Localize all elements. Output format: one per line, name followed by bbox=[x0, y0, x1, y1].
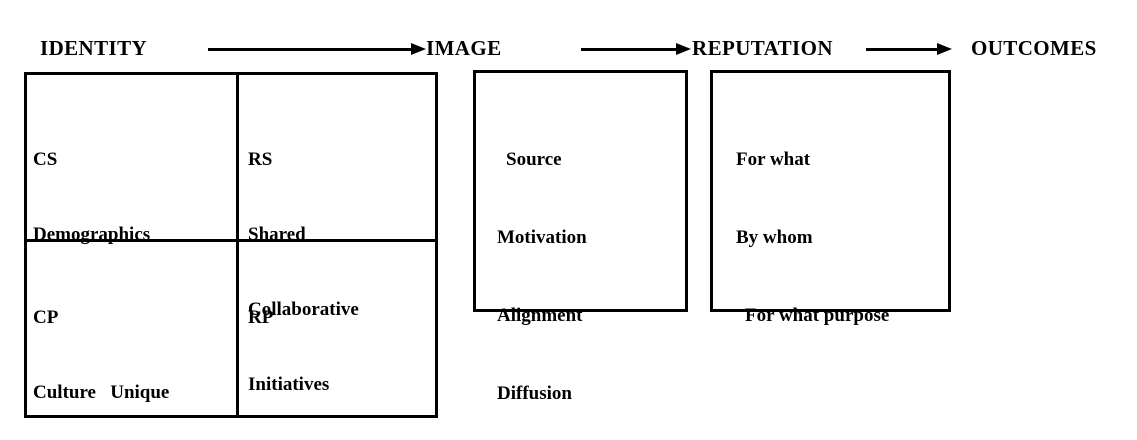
stage-label-outcomes: OUTCOMES bbox=[971, 36, 1097, 60]
arrow-head bbox=[411, 43, 426, 55]
text-line: Initiatives bbox=[248, 374, 330, 395]
identity-quadrant-rp: RP Collaborative Initiatives bbox=[248, 255, 433, 440]
text-line: Culture Unique bbox=[33, 382, 170, 403]
arrow-identity-to-image bbox=[208, 43, 426, 57]
identity-quadrant-cp-lines: CP Culture Unique Values bbox=[33, 255, 233, 440]
identity-box: CS Demographics RS Shared Collaborative … bbox=[24, 72, 438, 418]
text-line: RS bbox=[248, 149, 273, 170]
stage-label-reputation: REPUTATION bbox=[692, 36, 833, 60]
text-line: CP bbox=[33, 307, 59, 328]
reputation-box-lines: For what By whom For what purpose bbox=[736, 95, 889, 381]
text-line-spacer bbox=[248, 380, 433, 405]
text-line: Demographics bbox=[33, 224, 151, 245]
text-line: CS bbox=[33, 149, 58, 170]
text-line: RP bbox=[248, 307, 274, 328]
identity-vertical-divider bbox=[236, 75, 239, 415]
identity-quadrant-rp-lines: RP Collaborative Initiatives bbox=[248, 255, 433, 440]
arrow-shaft bbox=[866, 48, 937, 51]
text-line: Source bbox=[506, 149, 562, 170]
arrow-head bbox=[937, 43, 952, 55]
image-box: Source Motivation Alignment Diffusion Fo… bbox=[473, 70, 688, 404]
text-line: Alignment bbox=[497, 305, 583, 326]
arrow-shaft bbox=[581, 48, 676, 51]
identity-quadrant-cs-lines: CS Demographics bbox=[33, 97, 233, 297]
text-line: Motivation bbox=[497, 227, 587, 248]
text-line: Diffusion bbox=[497, 383, 572, 404]
identity-quadrant-cp: CP Culture Unique Values bbox=[33, 255, 233, 440]
identity-quadrant-grid bbox=[27, 75, 435, 415]
arrow-image-to-reputation bbox=[581, 43, 691, 57]
arrow-head bbox=[676, 43, 691, 55]
image-box-lines: Source Motivation Alignment Diffusion Fo… bbox=[497, 95, 587, 440]
stage-label-identity: IDENTITY bbox=[40, 36, 148, 60]
reputation-box: For what By whom For what purpose bbox=[710, 70, 951, 326]
stage-label-image: IMAGE bbox=[426, 36, 502, 60]
text-line: For what bbox=[736, 149, 811, 170]
text-line: Shared bbox=[248, 224, 306, 245]
identity-quadrant-rs-lines: RS Shared Collaborative Initiatives bbox=[248, 97, 433, 440]
identity-quadrant-rs: RS Shared Collaborative Initiatives bbox=[248, 97, 433, 440]
text-line: Collaborative bbox=[248, 299, 359, 320]
identity-quadrant-cs: CS Demographics bbox=[33, 97, 233, 297]
arrow-shaft bbox=[208, 48, 411, 51]
identity-horizontal-divider bbox=[27, 239, 435, 242]
text-line: By whom bbox=[736, 227, 813, 248]
arrow-reputation-to-outcomes bbox=[866, 43, 952, 57]
clipped-caption-remnant bbox=[0, 0, 1137, 2]
text-line: For what purpose bbox=[745, 305, 890, 326]
